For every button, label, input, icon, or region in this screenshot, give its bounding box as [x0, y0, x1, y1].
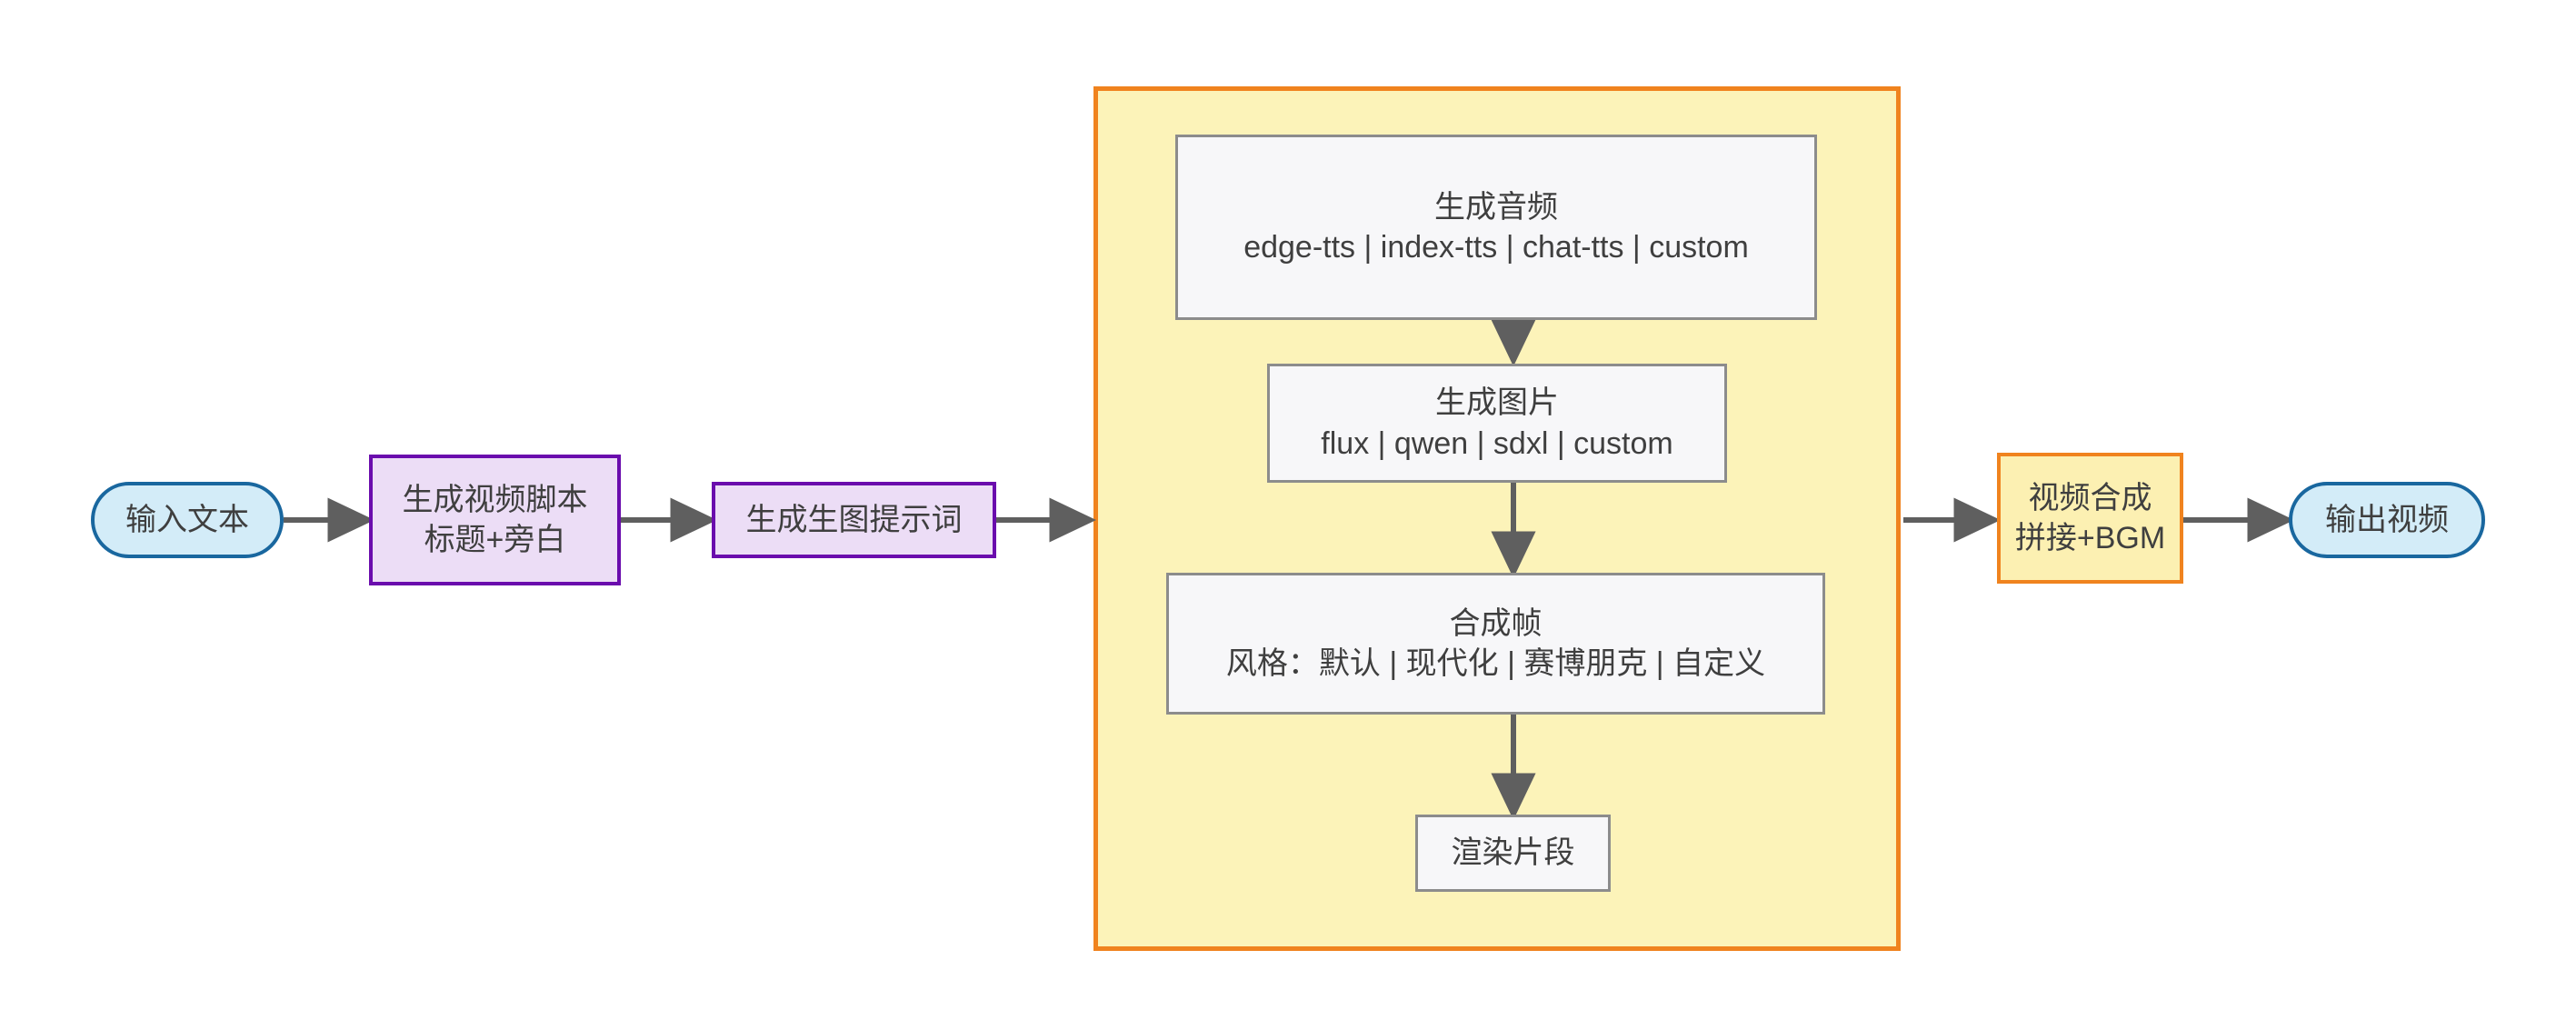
node-render-segment[interactable]: 渲染片段: [1415, 815, 1611, 892]
node-video-compose-line1: 视频合成: [2028, 480, 2152, 515]
node-generate-audio-title: 生成音频: [1434, 189, 1558, 225]
node-generate-image-options: flux | qwen | sdxl | custom: [1321, 425, 1673, 461]
node-compose-frame-options: 风格：默认 | 现代化 | 赛博朋克 | 自定义: [1225, 646, 1766, 681]
node-output-video-label: 输出视频: [2325, 502, 2449, 537]
node-compose-frame[interactable]: 合成帧 风格：默认 | 现代化 | 赛博朋克 | 自定义: [1166, 573, 1825, 715]
node-generate-audio[interactable]: 生成音频 edge-tts | index-tts | chat-tts | c…: [1175, 135, 1817, 320]
node-generate-image-prompt-label: 生成生图提示词: [745, 502, 963, 537]
node-generate-audio-options: edge-tts | index-tts | chat-tts | custom: [1243, 230, 1749, 265]
node-generate-image-prompt[interactable]: 生成生图提示词: [712, 482, 996, 558]
node-compose-frame-title: 合成帧: [1449, 605, 1543, 641]
node-generate-image[interactable]: 生成图片 flux | qwen | sdxl | custom: [1267, 364, 1727, 483]
node-generate-script[interactable]: 生成视频脚本 标题+旁白: [369, 455, 621, 585]
node-generate-script-line2: 标题+旁白: [424, 523, 566, 557]
node-video-compose[interactable]: 视频合成 拼接+BGM: [1997, 453, 2183, 584]
node-generate-script-line1: 生成视频脚本: [402, 482, 588, 517]
node-output-video[interactable]: 输出视频: [2289, 482, 2485, 558]
node-generate-image-title: 生成图片: [1435, 385, 1559, 421]
node-video-compose-line2: 拼接+BGM: [2014, 521, 2166, 555]
node-input-text[interactable]: 输入文本: [91, 482, 284, 558]
node-render-segment-label: 渲染片段: [1451, 835, 1575, 871]
node-input-text-label: 输入文本: [125, 502, 249, 537]
